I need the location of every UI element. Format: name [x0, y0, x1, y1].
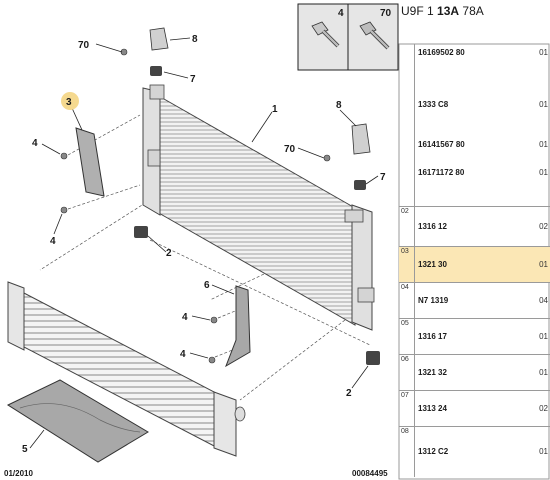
parts-row-index: 05	[399, 319, 415, 355]
parts-row-index: 06	[399, 355, 415, 391]
part-number: 16171172 80	[418, 168, 465, 177]
flange-bolt-icon	[311, 21, 340, 48]
part-quantity: 02	[539, 404, 548, 413]
part-quantity: 01	[539, 140, 548, 149]
callout-6: 6	[204, 280, 210, 291]
callout-2-left: 2	[166, 248, 172, 259]
intercooler	[7, 281, 246, 457]
callout-5: 5	[22, 444, 28, 455]
parts-row-index: 03	[399, 247, 415, 283]
part-number: 1316 12	[418, 222, 447, 231]
rubber-mount-icon	[150, 66, 366, 190]
bolt-inset: 4 70	[297, 3, 399, 71]
ref-bold: 13A	[437, 4, 460, 18]
callout-8-right: 8	[336, 100, 342, 111]
part-quantity: 01	[539, 332, 548, 341]
bracket-left	[75, 127, 105, 197]
parts-row-index: 07	[399, 391, 415, 427]
part-number: 1316 17	[418, 332, 447, 341]
callout-8-top: 8	[192, 34, 198, 45]
callout-70-right: 70	[284, 144, 296, 155]
part-number: 16141567 80	[418, 140, 465, 149]
bracket-lower	[225, 285, 251, 368]
callout-1: 1	[272, 104, 278, 115]
callout-4-mid: 4	[182, 312, 188, 323]
callout-3: 3	[66, 97, 72, 108]
radiator	[142, 84, 375, 331]
assembly-lines	[39, 114, 371, 401]
reference-header: U9F 1 13A 78A	[401, 4, 484, 18]
part-number: 1321 30	[418, 260, 447, 269]
screw-icon	[60, 48, 331, 364]
part-quantity: 02	[539, 222, 548, 231]
parts-row-index: 08	[399, 427, 415, 477]
callout-7-right: 7	[380, 172, 386, 183]
inset-label-70: 70	[380, 8, 392, 19]
part-number: 1333 C8	[418, 100, 449, 109]
part-number: 1312 C2	[418, 447, 449, 456]
part-quantity: 01	[539, 100, 548, 109]
part-number: 16169502 80	[418, 48, 465, 57]
callout-4-low: 4	[180, 349, 186, 360]
callout-70-top: 70	[78, 40, 90, 51]
part-quantity: 01	[539, 368, 548, 377]
part-number: 1313 24	[418, 404, 447, 413]
parts-row-index: 02	[399, 207, 415, 247]
part-quantity: 01	[539, 447, 548, 456]
part-quantity: 04	[539, 296, 548, 305]
callout-2-right: 2	[346, 388, 352, 399]
leader-lines	[29, 37, 379, 449]
callout-4-upper: 4	[32, 138, 38, 149]
parts-row-index	[399, 44, 415, 206]
ref-suffix: 78A	[462, 4, 484, 18]
part-number: 1321 32	[418, 368, 447, 377]
parts-row: 16169502 80 01 1333 C8 01 16141567 80 01 16171…	[399, 44, 550, 206]
foam-seal	[6, 379, 149, 463]
hex-bolt-icon	[359, 21, 390, 50]
callout-3-highlight	[61, 92, 79, 110]
ref-prefix: U9F 1	[401, 4, 434, 18]
parts-row-index: 04	[399, 283, 415, 319]
footer-ref: 00084495	[352, 469, 388, 478]
inset-label-4: 4	[338, 8, 344, 19]
callout-7-top: 7	[190, 74, 196, 85]
callout-4-left: 4	[50, 236, 56, 247]
part-number: N7 1319	[418, 296, 449, 305]
parts-table: 16169502 80 01 1333 C8 01 16141567 80 01 16171…	[399, 44, 550, 480]
footer-date: 01/2010	[4, 469, 33, 478]
part-quantity: 01	[539, 168, 548, 177]
part-quantity: 01	[539, 260, 548, 269]
upper-bracket-icon	[149, 27, 371, 155]
lower-mount-icon	[134, 226, 380, 365]
part-quantity: 01	[539, 48, 548, 57]
